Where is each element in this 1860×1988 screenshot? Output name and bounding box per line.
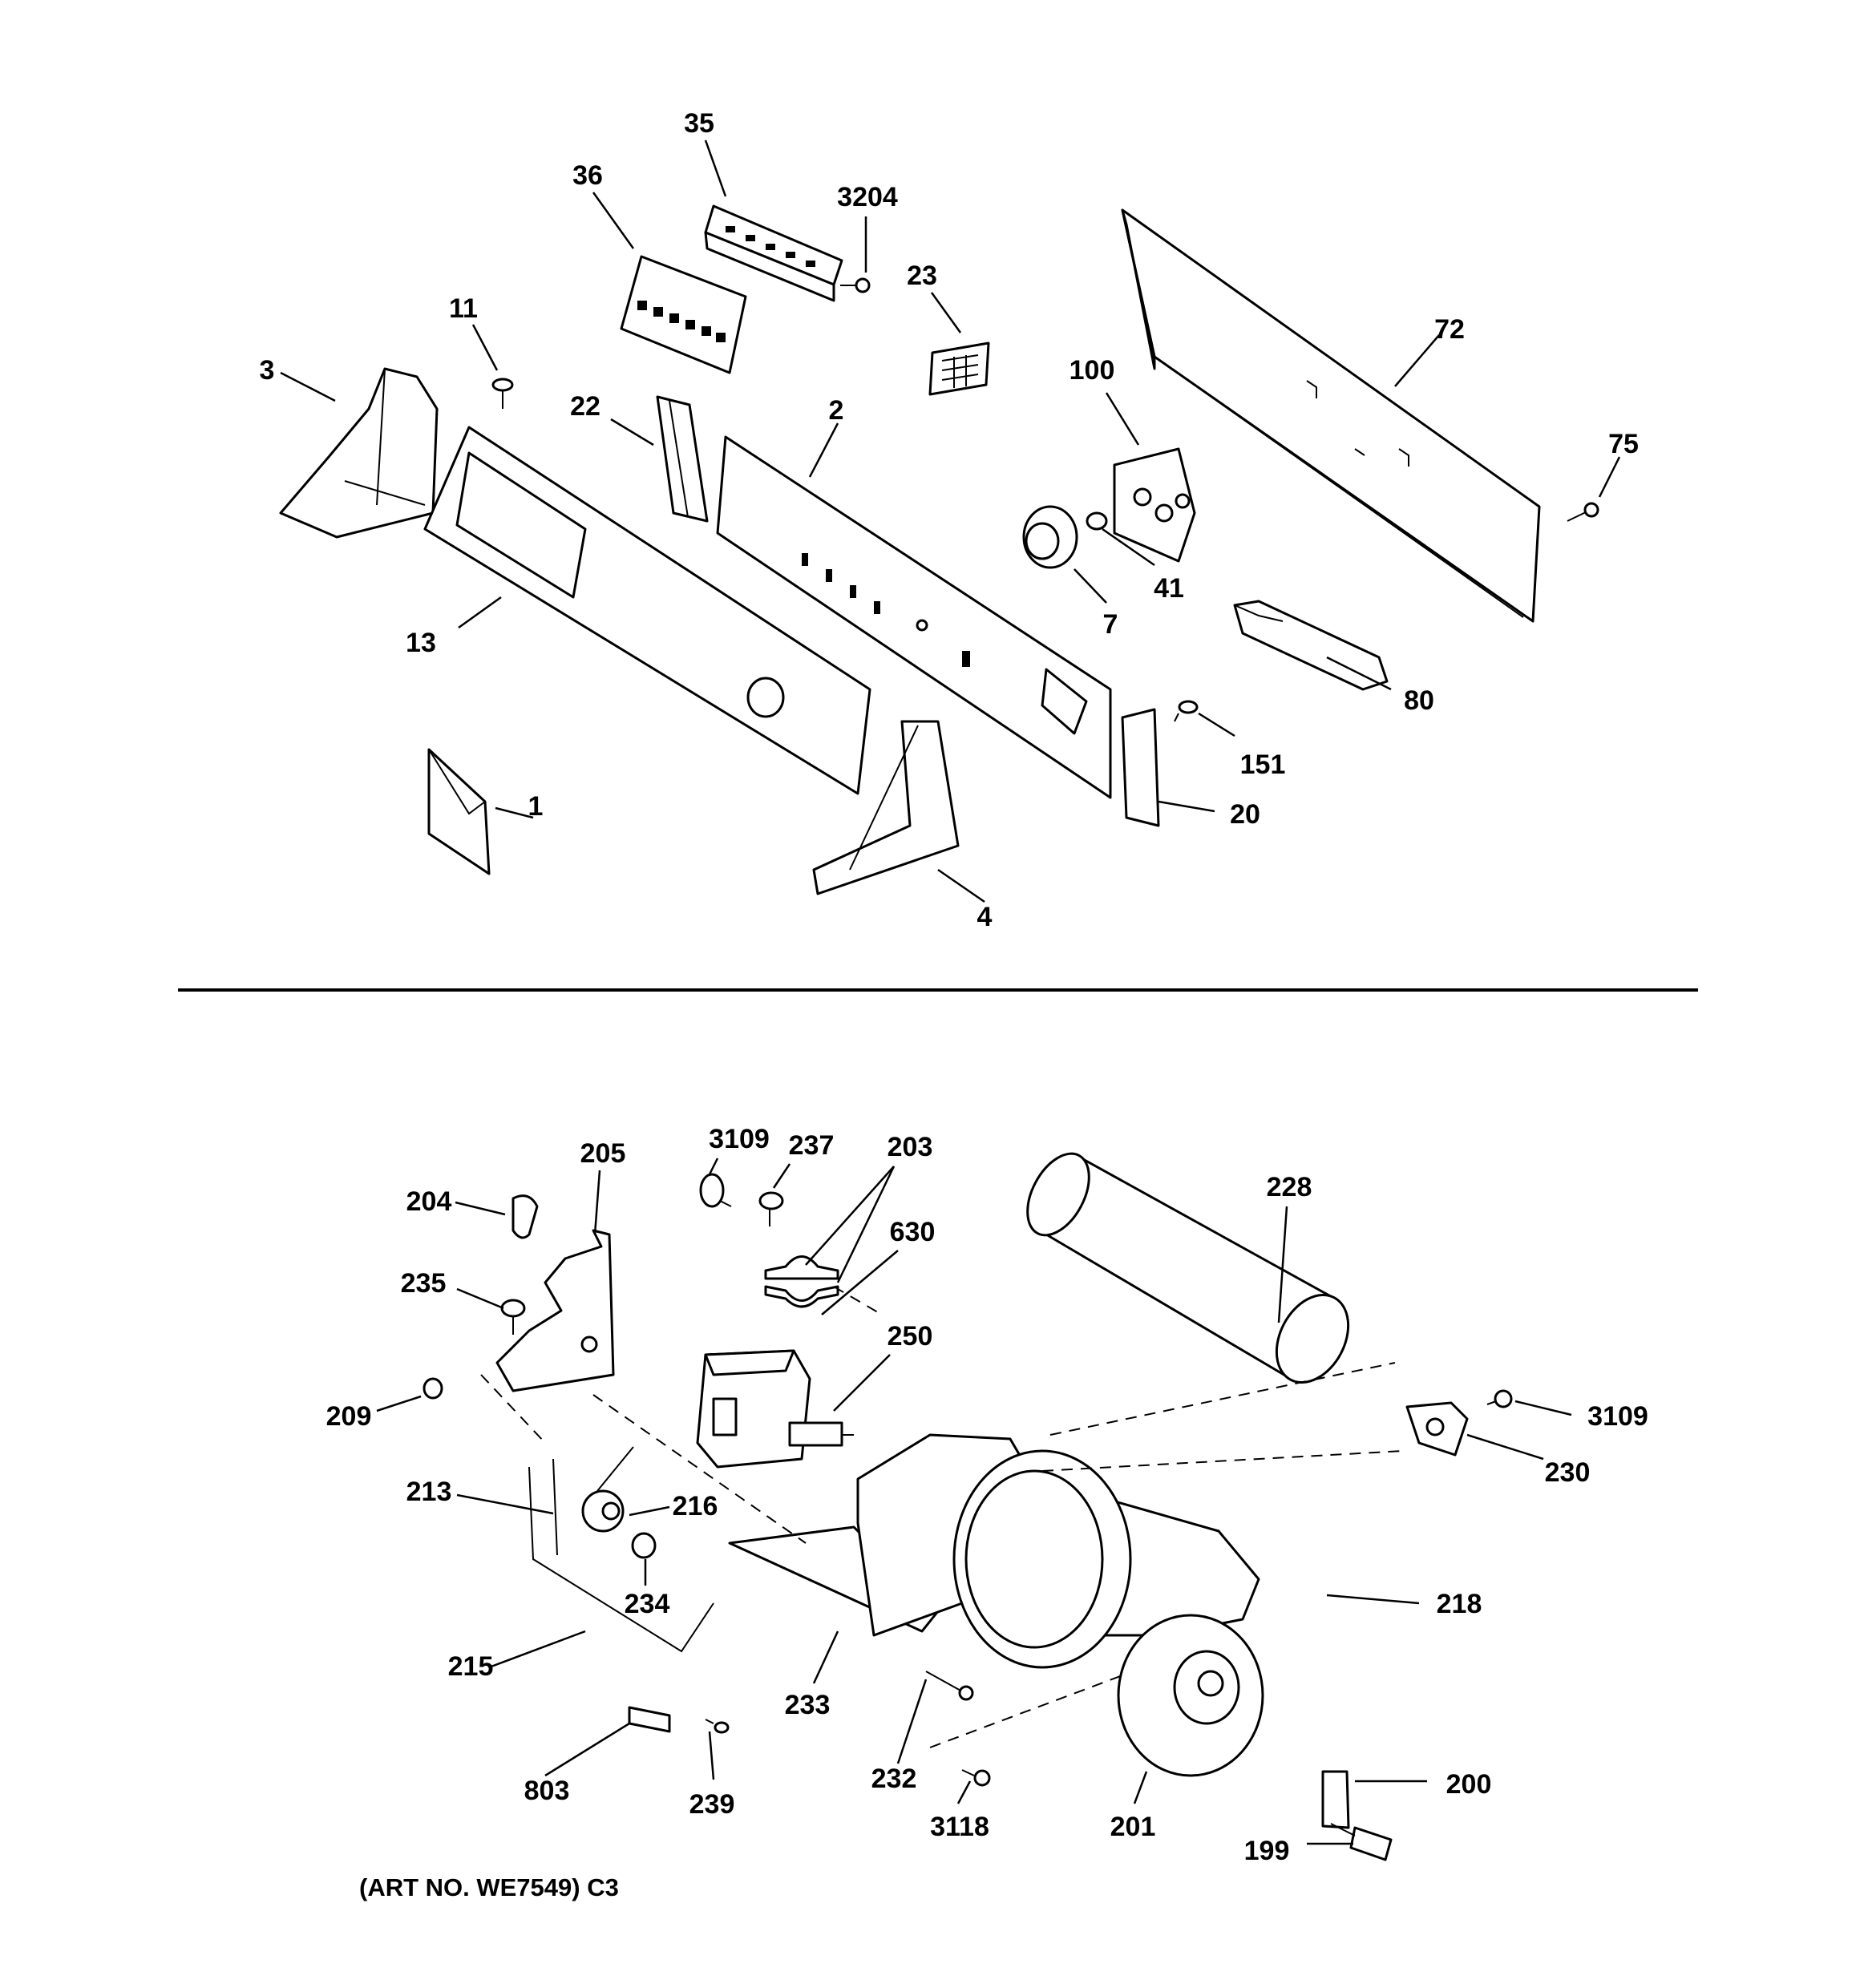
part-228-duct — [1026, 1152, 1350, 1384]
part-209-nut — [423, 1377, 443, 1400]
callout: 803 — [524, 1776, 570, 1806]
part-75-screw — [1567, 502, 1599, 522]
callout: 232 — [871, 1764, 917, 1794]
part-35-overlay-bracket — [704, 204, 843, 302]
callout: 203 — [888, 1132, 933, 1162]
lower-assembly-lines — [480, 1286, 1404, 1748]
callout: 200 — [1446, 1769, 1492, 1800]
part-230-switch — [1405, 1401, 1469, 1457]
part-3109-screw-right — [1486, 1389, 1513, 1408]
callout: 23 — [907, 261, 937, 291]
callout: 4 — [977, 902, 993, 932]
callout: 213 — [406, 1477, 452, 1507]
part-3109-screw-top — [699, 1173, 732, 1208]
callout: 3 — [260, 355, 275, 386]
part-4-end-cap-right — [812, 720, 960, 895]
part-213-215-wire — [528, 1458, 714, 1653]
part-216-pulley — [581, 1446, 634, 1533]
part-250-motor — [696, 1349, 854, 1469]
upper-callouts: 35 36 3204 23 72 11 3 22 2 100 75 41 7 1… — [260, 108, 1639, 932]
callout: 20 — [1230, 799, 1260, 830]
callout: 234 — [625, 1589, 670, 1619]
part-151-screw — [1174, 700, 1199, 722]
part-13-front-panel — [423, 426, 871, 795]
part-3204-screw — [840, 277, 871, 293]
part-2-panel-frame — [716, 435, 1112, 799]
callout: 250 — [888, 1321, 933, 1352]
part-234-washer — [631, 1532, 657, 1559]
part-22-bracket — [656, 395, 709, 523]
part-204-clip — [512, 1194, 539, 1239]
callout: 204 — [406, 1186, 452, 1217]
callout: 205 — [580, 1138, 626, 1169]
callout: 216 — [673, 1491, 718, 1521]
part-201-blower-wheel — [1117, 1614, 1264, 1777]
callout: 630 — [890, 1217, 936, 1247]
part-41-spacer — [1086, 511, 1108, 531]
callout: 3118 — [930, 1812, 989, 1842]
callout: 228 — [1267, 1172, 1312, 1202]
part-200-clip — [1321, 1770, 1350, 1829]
callout: 7 — [1103, 609, 1118, 640]
upper-leader-lines — [280, 139, 1621, 903]
part-23-display-grid — [928, 341, 990, 396]
part-36-keypad-overlay — [620, 255, 747, 374]
callout: 151 — [1240, 750, 1286, 780]
part-803-connector — [628, 1706, 671, 1733]
part-199-bolt — [1330, 1823, 1393, 1861]
callout: 215 — [448, 1651, 494, 1682]
part-203-clamp-lower — [764, 1285, 839, 1308]
part-203-clamp-upper — [764, 1255, 839, 1280]
part-11-screw — [491, 378, 514, 409]
callout: 237 — [789, 1130, 835, 1161]
art-number-label: (ART NO. WE7549) C3 — [359, 1873, 619, 1901]
callout: 199 — [1244, 1836, 1290, 1866]
callout: 201 — [1110, 1812, 1156, 1842]
part-7-knob — [1022, 505, 1078, 569]
callout: 13 — [406, 628, 436, 658]
callout: 2 — [829, 395, 844, 426]
part-100-timer — [1113, 447, 1196, 563]
callout: 239 — [689, 1789, 735, 1820]
part-218-blower-housing — [856, 1433, 1260, 1669]
callout: 22 — [570, 391, 600, 422]
callout: 209 — [326, 1401, 372, 1432]
part-239-screw — [705, 1719, 730, 1734]
callout: 235 — [401, 1268, 447, 1299]
callout: 36 — [572, 160, 603, 191]
callout: 41 — [1154, 573, 1184, 604]
part-235-screw — [500, 1299, 526, 1335]
callout: 1 — [528, 791, 544, 822]
callout: 100 — [1070, 355, 1115, 386]
callout: 11 — [449, 293, 478, 324]
callout: 3109 — [1587, 1401, 1648, 1432]
part-1-envelope — [427, 748, 491, 875]
lower-leader-lines — [376, 1158, 1572, 1845]
part-237-screw — [758, 1191, 784, 1226]
callout: 3204 — [837, 182, 898, 212]
part-72-back-panel — [1121, 208, 1541, 623]
part-232-screw — [925, 1671, 974, 1701]
part-3118-screw — [961, 1769, 991, 1787]
callout: 75 — [1608, 429, 1639, 459]
part-3-end-cap-left — [279, 367, 439, 539]
callout: 80 — [1404, 685, 1434, 716]
callout: 230 — [1545, 1457, 1591, 1488]
part-20-bracket — [1121, 708, 1160, 827]
lower-callouts: 3109 237 203 205 204 630 228 235 250 209… — [326, 1124, 1648, 1866]
callout: 3109 — [709, 1124, 770, 1154]
callout: 233 — [785, 1690, 831, 1720]
callout: 35 — [684, 108, 714, 139]
part-205-bracket — [495, 1229, 615, 1392]
callout: 72 — [1434, 314, 1465, 345]
callout: 218 — [1437, 1589, 1482, 1619]
